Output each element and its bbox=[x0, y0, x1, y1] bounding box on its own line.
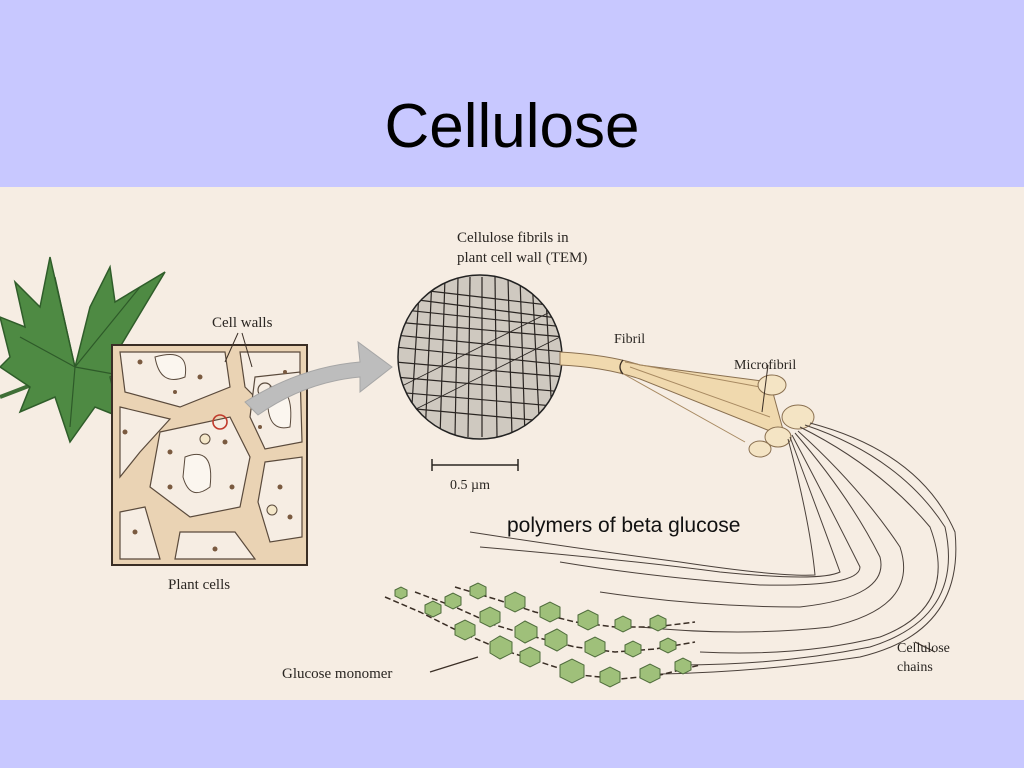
cellulose-chains-label-line1: Cellulose bbox=[897, 641, 950, 656]
cellulose-figure: Cell walls Plant cells Cellulose fibrils… bbox=[0, 187, 1024, 700]
microfibril-label: Microfibril bbox=[734, 358, 796, 373]
tem-micrograph bbox=[397, 274, 563, 471]
scale-bar-icon bbox=[431, 459, 519, 471]
zoom-arrow-icon bbox=[244, 340, 393, 416]
tem-caption-line2: plant cell wall (TEM) bbox=[457, 250, 587, 266]
fibril-bundle bbox=[559, 351, 815, 458]
plant-cells-panel bbox=[111, 332, 308, 566]
cellulose-chain-lines bbox=[469, 422, 957, 675]
cell-walls-label: Cell walls bbox=[212, 315, 273, 331]
tem-caption-line1: Cellulose fibrils in bbox=[457, 230, 569, 246]
scale-bar-label: 0.5 µm bbox=[450, 478, 490, 493]
leaf-icon bbox=[0, 256, 166, 444]
highlight-circle-icon bbox=[212, 414, 228, 430]
plant-cells-label: Plant cells bbox=[168, 577, 230, 593]
cellulose-chains-label-line2: chains bbox=[897, 660, 933, 675]
glucose-monomer-label: Glucose monomer bbox=[282, 666, 392, 682]
polymers-label: polymers of beta glucose bbox=[507, 514, 740, 537]
glucose-chains bbox=[384, 582, 701, 688]
slide-title: Cellulose bbox=[384, 92, 640, 161]
cellulose-diagram: Cell walls Plant cells Cellulose fibrils… bbox=[0, 230, 957, 688]
fibril-label: Fibril bbox=[614, 332, 645, 347]
